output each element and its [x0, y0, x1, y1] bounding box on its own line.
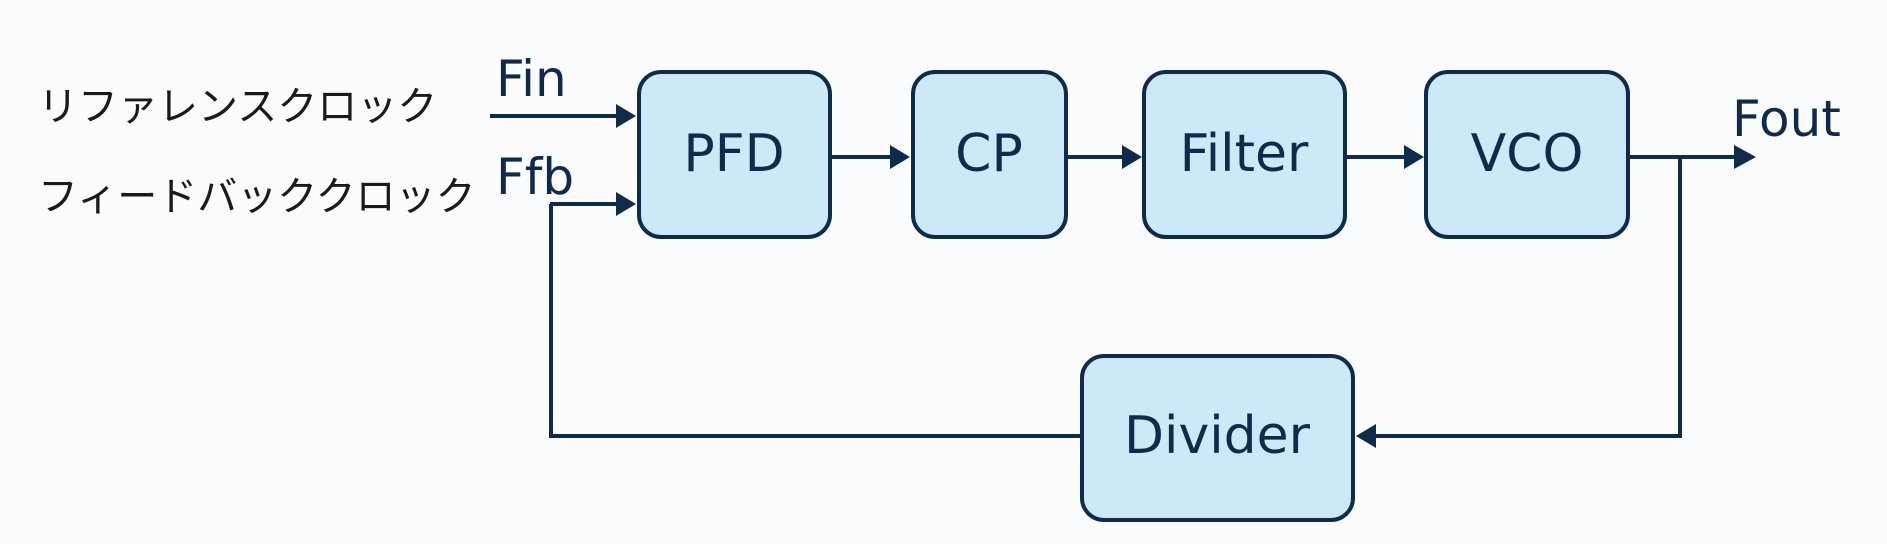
filter-to-vco-arrowhead: [1404, 145, 1424, 169]
vco-label: VCO: [1471, 124, 1584, 184]
fin-arrowhead: [616, 104, 636, 128]
filter-block: Filter: [1142, 70, 1347, 239]
divider-input-arrowhead: [1356, 424, 1376, 448]
ffb-label: Ffb: [496, 148, 574, 206]
filter-label: Filter: [1180, 124, 1309, 184]
pfd-label: PFD: [683, 124, 784, 184]
fout-label: Fout: [1732, 90, 1841, 148]
feedback-clock-label: フィードバッククロック: [38, 174, 476, 220]
ffb-arrowhead: [616, 192, 636, 216]
cp-label: CP: [955, 124, 1023, 184]
divider-label: Divider: [1124, 406, 1311, 466]
divider-to-pfd-wire: [549, 204, 1082, 438]
reference-clock-label: リファレンスクロック: [38, 84, 437, 130]
vco-block: VCO: [1424, 70, 1630, 239]
divider-block: Divider: [1080, 354, 1355, 522]
pfd-to-cp-arrowhead: [890, 145, 910, 169]
feedback-to-divider-wire: [1376, 157, 1682, 438]
fout-arrowhead: [1734, 145, 1756, 169]
fin-label: Fin: [496, 50, 567, 108]
pfd-block: PFD: [637, 70, 832, 239]
cp-to-filter-arrowhead: [1122, 145, 1142, 169]
cp-block: CP: [911, 70, 1068, 239]
